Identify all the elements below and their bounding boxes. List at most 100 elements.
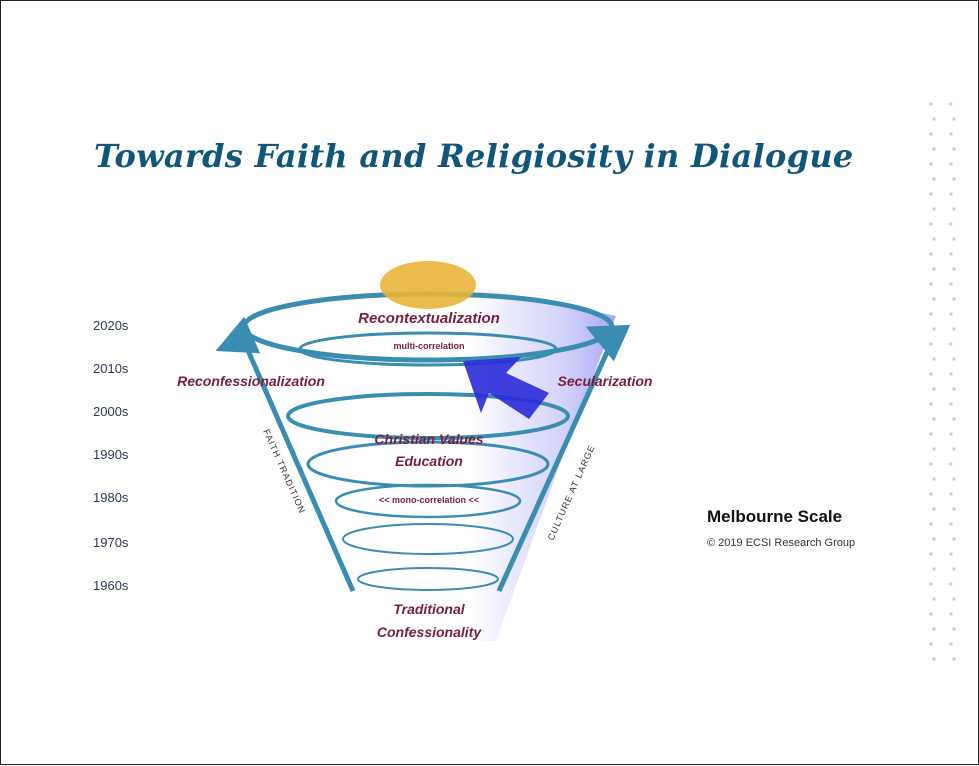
spiral-ring — [334, 483, 522, 519]
decorative-dot — [929, 192, 933, 196]
decorative-dot — [952, 207, 956, 211]
decorative-dot — [932, 357, 936, 361]
decorative-dot — [929, 432, 933, 436]
decorative-dot — [952, 627, 956, 631]
decorative-dot — [932, 597, 936, 601]
decade-label: 1990s — [93, 447, 129, 462]
decorative-dot — [929, 612, 933, 616]
decorative-dot — [952, 537, 956, 541]
decorative-dot — [952, 117, 956, 121]
spiral-ring — [342, 523, 514, 555]
decorative-dot — [929, 522, 933, 526]
decorative-dot — [949, 162, 953, 166]
decorative-dot — [929, 282, 933, 286]
decorative-dot — [932, 387, 936, 391]
decorative-dot — [952, 267, 956, 271]
decorative-dot — [949, 492, 953, 496]
decorative-dot — [929, 222, 933, 226]
decade-label: 1960s — [93, 578, 129, 593]
decade-label: 2010s — [93, 361, 129, 376]
decorative-dot — [929, 312, 933, 316]
decorative-dot — [952, 567, 956, 571]
education-label: Education — [395, 453, 463, 469]
decorative-dot — [932, 477, 936, 481]
dialogue-arrow — [463, 357, 549, 419]
decorative-dot — [929, 252, 933, 256]
decorative-dot — [949, 402, 953, 406]
decorative-dot — [952, 327, 956, 331]
spiral-ring — [357, 567, 499, 591]
decorative-dot — [952, 147, 956, 151]
decorative-dot — [932, 177, 936, 181]
gold-oval — [380, 261, 476, 309]
slide-title: Towards Faith and Religiosity in Dialogu… — [94, 137, 854, 175]
decorative-dot — [932, 417, 936, 421]
multi-correlation-label: multi-correlation — [393, 341, 464, 351]
decorative-dot — [949, 372, 953, 376]
decorative-dot — [952, 507, 956, 511]
decorative-dot — [949, 342, 953, 346]
decorative-dot — [952, 357, 956, 361]
culture-at-large-arrow — [496, 324, 631, 593]
decorative-dot — [929, 552, 933, 556]
decorative-dot — [949, 462, 953, 466]
decorative-dot — [929, 162, 933, 166]
copyright-text: © 2019 ECSI Research Group — [707, 537, 856, 549]
decade-label: 1970s — [93, 535, 129, 550]
decorative-dot — [932, 507, 936, 511]
decorative-dot — [949, 642, 953, 646]
decorative-dot — [929, 642, 933, 646]
decade-label: 1980s — [93, 490, 129, 505]
reconfessionalization-label: Reconfessionalization — [177, 373, 325, 389]
melbourne-scale-title: Melbourne Scale — [707, 507, 843, 526]
decorative-dot — [949, 312, 953, 316]
decade-label: 2020s — [93, 318, 129, 333]
christian-values-label: Christian Values — [374, 431, 483, 447]
recontextualization-label: Recontextualization — [358, 310, 500, 327]
decorative-dot — [949, 132, 953, 136]
decorative-dot — [932, 327, 936, 331]
decorative-dot — [949, 612, 953, 616]
decorative-dot — [932, 537, 936, 541]
decorative-dot — [929, 372, 933, 376]
decorative-dot — [952, 597, 956, 601]
decorative-dot — [929, 402, 933, 406]
decade-label: 2000s — [93, 404, 129, 419]
decorative-dot — [932, 207, 936, 211]
decorative-dot — [929, 582, 933, 586]
decorative-dot — [949, 552, 953, 556]
decorative-dot — [932, 117, 936, 121]
decorative-dots — [929, 102, 956, 661]
confessionality-label: Confessionality — [377, 624, 482, 640]
decorative-dot — [949, 102, 953, 106]
decorative-dot — [949, 522, 953, 526]
decorative-dot — [949, 222, 953, 226]
decorative-dot — [952, 237, 956, 241]
decorative-dot — [929, 462, 933, 466]
decorative-dot — [952, 447, 956, 451]
decorative-dot — [932, 267, 936, 271]
decorative-dot — [949, 252, 953, 256]
spiral-ring — [286, 392, 570, 440]
secularization-label: Secularization — [558, 373, 653, 389]
decorative-dot — [932, 627, 936, 631]
decorative-dot — [929, 492, 933, 496]
decorative-dot — [949, 192, 953, 196]
faith-tradition-arrow — [215, 316, 356, 593]
decorative-dot — [952, 297, 956, 301]
decorative-dot — [949, 432, 953, 436]
decorative-dot — [932, 297, 936, 301]
decorative-dot — [932, 237, 936, 241]
decorative-dot — [932, 657, 936, 661]
decorative-dot — [932, 447, 936, 451]
decorative-dot — [949, 582, 953, 586]
traditional-label: Traditional — [393, 601, 465, 617]
decorative-dot — [952, 477, 956, 481]
decorative-dot — [952, 177, 956, 181]
decorative-dot — [932, 147, 936, 151]
mono-correlation-label: << mono-correlation << — [379, 495, 479, 505]
spiral-ring — [298, 331, 558, 367]
decorative-dot — [949, 282, 953, 286]
